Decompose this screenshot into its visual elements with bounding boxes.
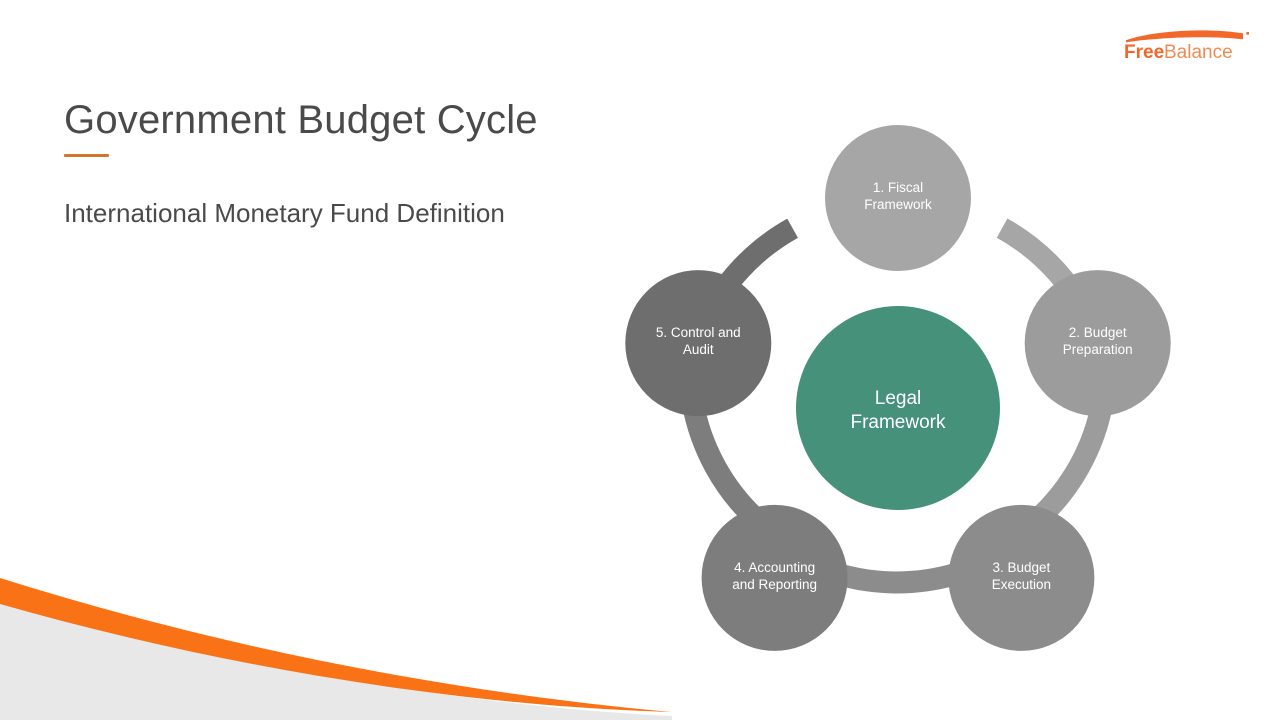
cycle-node-label-line1: 2. Budget bbox=[1069, 325, 1127, 340]
cycle-node-accounting-and-reporting[interactable]: 4. Accounting and Reporting bbox=[701, 504, 848, 651]
cycle-node-label-line2: Execution bbox=[992, 577, 1051, 592]
cycle-node-budget-preparation[interactable]: 2. Budget Preparation bbox=[1024, 270, 1171, 417]
cycle-node-label-line1: 5. Control and bbox=[656, 325, 741, 340]
cycle-node-label-line1: 1. Fiscal bbox=[873, 180, 923, 195]
page-title: Government Budget Cycle bbox=[64, 98, 538, 142]
center-node-legal-framework[interactable]: Legal Framework bbox=[796, 306, 1000, 510]
cycle-node-label-line1: 3. Budget bbox=[993, 560, 1051, 575]
center-node-label-line1: Legal bbox=[875, 388, 922, 409]
gray-panel-shape bbox=[0, 598, 672, 720]
cycle-node-label-line2: Preparation bbox=[1063, 342, 1133, 357]
center-node-circle bbox=[796, 306, 1000, 510]
cycle-node-fiscal-framework[interactable]: 1. Fiscal Framework bbox=[825, 125, 971, 271]
orange-swoosh-shape bbox=[0, 578, 672, 712]
cycle-node-circle bbox=[948, 504, 1095, 651]
page-subtitle: International Monetary Fund Definition bbox=[64, 198, 505, 228]
cycle-node-label-line1: 4. Accounting bbox=[734, 560, 815, 575]
center-node-label-line2: Framework bbox=[850, 412, 946, 433]
cycle-node-label-line2: and Reporting bbox=[732, 577, 817, 592]
cycle-node-circle bbox=[625, 270, 772, 417]
cycle-node-label-line2: Framework bbox=[864, 197, 932, 212]
logo-trademark-mark bbox=[1246, 32, 1249, 35]
cycle-node-control-and-audit[interactable]: 5. Control and Audit bbox=[625, 270, 772, 417]
logo-wordmark-bold: Free bbox=[1124, 42, 1164, 61]
title-accent-rule bbox=[64, 154, 109, 157]
arc-accounting-to-control bbox=[681, 398, 768, 531]
logo-wordmark-light: Balance bbox=[1164, 42, 1233, 61]
title-block: Government Budget Cycle International Mo… bbox=[64, 95, 684, 228]
cycle-node-label-line2: Audit bbox=[683, 342, 714, 357]
cycle-node-budget-execution[interactable]: 3. Budget Execution bbox=[948, 504, 1095, 651]
budget-cycle-diagram: Legal Framework 1. Fiscal Framework 2. B… bbox=[596, 108, 1200, 684]
freebalance-logo: Free Balance bbox=[1122, 27, 1254, 61]
cycle-node-circle bbox=[825, 125, 971, 271]
cycle-node-circle bbox=[1024, 270, 1171, 417]
logo-swoosh-icon bbox=[1126, 30, 1243, 43]
cycle-node-circle bbox=[701, 504, 848, 651]
